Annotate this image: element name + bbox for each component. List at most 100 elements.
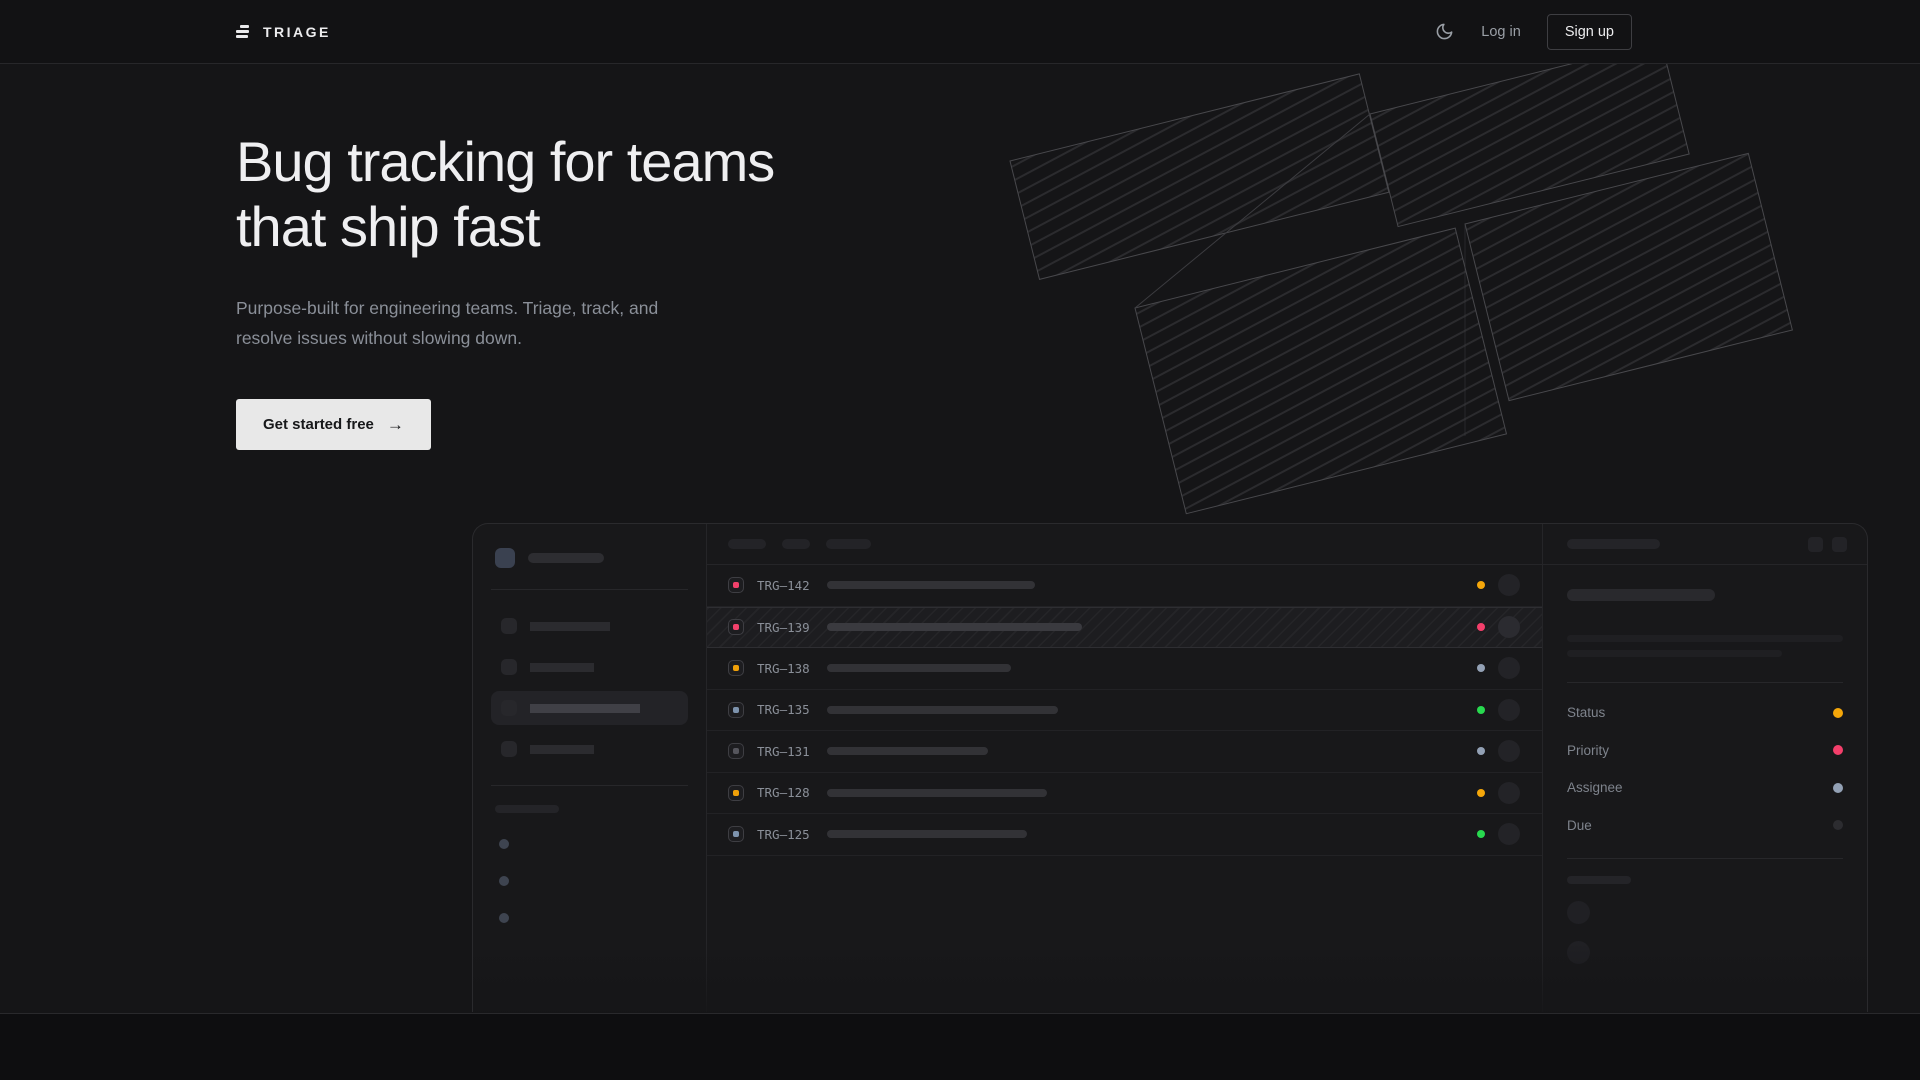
sidebar-dot-2 [499, 876, 509, 887]
detail-field-row[interactable]: Due [1567, 807, 1843, 845]
detail-header [1543, 524, 1867, 566]
detail-field-row[interactable]: Assignee [1567, 769, 1843, 807]
sidebar-item-4[interactable] [491, 732, 688, 766]
footer-band [0, 1013, 1920, 1080]
issue-checkbox-icon[interactable] [728, 743, 744, 760]
field-value-dot [1833, 820, 1843, 831]
sidebar-section-label-skeleton [495, 805, 559, 814]
filter-pill-skeleton[interactable] [826, 539, 871, 550]
hero-section: Bug tracking for teams that ship fast Pu… [0, 56, 1920, 1013]
issue-list-header [707, 524, 1542, 566]
detail-body: Status Priority Assignee Due [1543, 565, 1867, 988]
issue-row[interactable]: TRG–135 [707, 690, 1542, 732]
status-dot [1477, 664, 1485, 673]
sidebar-divider [491, 589, 688, 591]
sidebar-item-2[interactable] [491, 650, 688, 684]
field-label: Assignee [1567, 780, 1623, 796]
issue-detail-panel: Status Priority Assignee Due [1543, 524, 1867, 1012]
field-value-dot [1833, 707, 1843, 718]
mockup-sidebar [473, 524, 707, 1013]
issue-id: TRG–131 [757, 743, 810, 759]
issue-checkbox-icon[interactable] [728, 660, 744, 677]
issue-title-skeleton [827, 788, 1047, 797]
brand-logo[interactable]: TRIAGE [236, 24, 331, 40]
sidebar-item-skeleton [530, 662, 594, 672]
detail-fields: Status Priority Assignee Due [1567, 694, 1843, 844]
issue-title-skeleton [827, 705, 1058, 714]
brand-name: TRIAGE [263, 23, 331, 40]
issue-row[interactable]: TRG–131 [707, 731, 1542, 773]
issue-rows: TRG–142 TRG–139 TRG–138 TRG–135 TRG–131 [707, 565, 1542, 856]
issue-row[interactable]: TRG–139 [707, 606, 1542, 649]
issue-id: TRG–142 [757, 577, 810, 593]
signup-button[interactable]: Sign up [1546, 13, 1632, 50]
detail-action-button-2[interactable] [1832, 536, 1847, 552]
detail-description-skeleton [1567, 635, 1843, 643]
issue-row[interactable]: TRG–142 [707, 565, 1542, 607]
assignee-avatar [1498, 574, 1520, 597]
title-line-1: Bug tracking for teams [236, 130, 775, 193]
issue-title-skeleton [827, 830, 1027, 839]
issue-id: TRG–128 [757, 785, 810, 801]
hero-subtitle: Purpose-built for engineering teams. Tri… [236, 297, 659, 348]
issue-row[interactable]: TRG–128 [707, 773, 1542, 815]
status-dot [1477, 788, 1485, 797]
status-dot [1477, 747, 1485, 756]
sidebar-item-skeleton [530, 703, 640, 713]
sidebar-item-icon [501, 618, 517, 635]
sidebar-dot-1 [499, 839, 509, 850]
comment-avatar-skeleton [1567, 901, 1590, 925]
detail-action-button-1[interactable] [1808, 536, 1823, 552]
assignee-avatar [1498, 740, 1520, 763]
assignee-avatar [1498, 698, 1520, 721]
title-line-2: that ship fast [236, 194, 541, 258]
status-dot [1477, 830, 1485, 839]
status-dot [1477, 581, 1485, 590]
arrow-right-icon: → [386, 415, 404, 435]
issue-id: TRG–125 [757, 826, 810, 842]
issue-list-panel: TRG–142 TRG–139 TRG–138 TRG–135 TRG–131 [707, 524, 1543, 1013]
issue-checkbox-icon[interactable] [728, 619, 744, 636]
status-dot [1477, 705, 1485, 714]
sidebar-dot-3 [499, 913, 509, 924]
triage-logo-icon [236, 25, 252, 38]
field-label: Due [1567, 817, 1592, 833]
field-value-dot [1833, 782, 1843, 793]
detail-field-row[interactable]: Status [1567, 694, 1843, 732]
detail-breadcrumb-skeleton [1567, 539, 1660, 550]
login-link[interactable]: Log in [1481, 23, 1521, 40]
assignee-avatar [1498, 657, 1520, 680]
sidebar-item-icon [501, 741, 517, 758]
issue-row[interactable]: TRG–125 [707, 814, 1542, 856]
detail-divider [1567, 682, 1843, 684]
issue-id: TRG–138 [757, 660, 810, 676]
issue-checkbox-icon[interactable] [728, 577, 744, 594]
issue-checkbox-icon[interactable] [728, 701, 744, 718]
cta-label: Get started free [263, 416, 374, 434]
sidebar-item-icon [501, 700, 517, 717]
assignee-avatar [1498, 781, 1520, 804]
workspace-name-skeleton [528, 553, 604, 564]
field-value-dot [1833, 745, 1843, 756]
detail-field-row[interactable]: Priority [1567, 732, 1843, 770]
sidebar-divider [491, 785, 688, 787]
get-started-button[interactable]: Get started free → [236, 399, 431, 451]
issue-checkbox-icon[interactable] [728, 784, 744, 801]
filter-pill-skeleton[interactable] [782, 539, 810, 550]
detail-divider [1567, 858, 1843, 860]
sidebar-item-1[interactable] [491, 609, 688, 643]
issue-title-skeleton [827, 623, 1082, 632]
sidebar-item-icon [501, 659, 517, 676]
comment-avatar-skeleton [1567, 941, 1590, 965]
issue-row[interactable]: TRG–138 [707, 648, 1542, 690]
status-dot [1477, 623, 1485, 632]
dark-mode-toggle[interactable] [1433, 21, 1455, 43]
workspace-avatar [495, 548, 515, 569]
sidebar-item-3-active[interactable] [491, 691, 688, 726]
assignee-avatar [1498, 823, 1520, 846]
navbar: TRIAGE Log in Sign up [0, 0, 1920, 64]
issue-title-skeleton [827, 747, 988, 756]
issue-checkbox-icon[interactable] [728, 826, 744, 843]
workspace-switcher[interactable] [491, 546, 688, 570]
filter-pill-skeleton[interactable] [728, 539, 766, 550]
